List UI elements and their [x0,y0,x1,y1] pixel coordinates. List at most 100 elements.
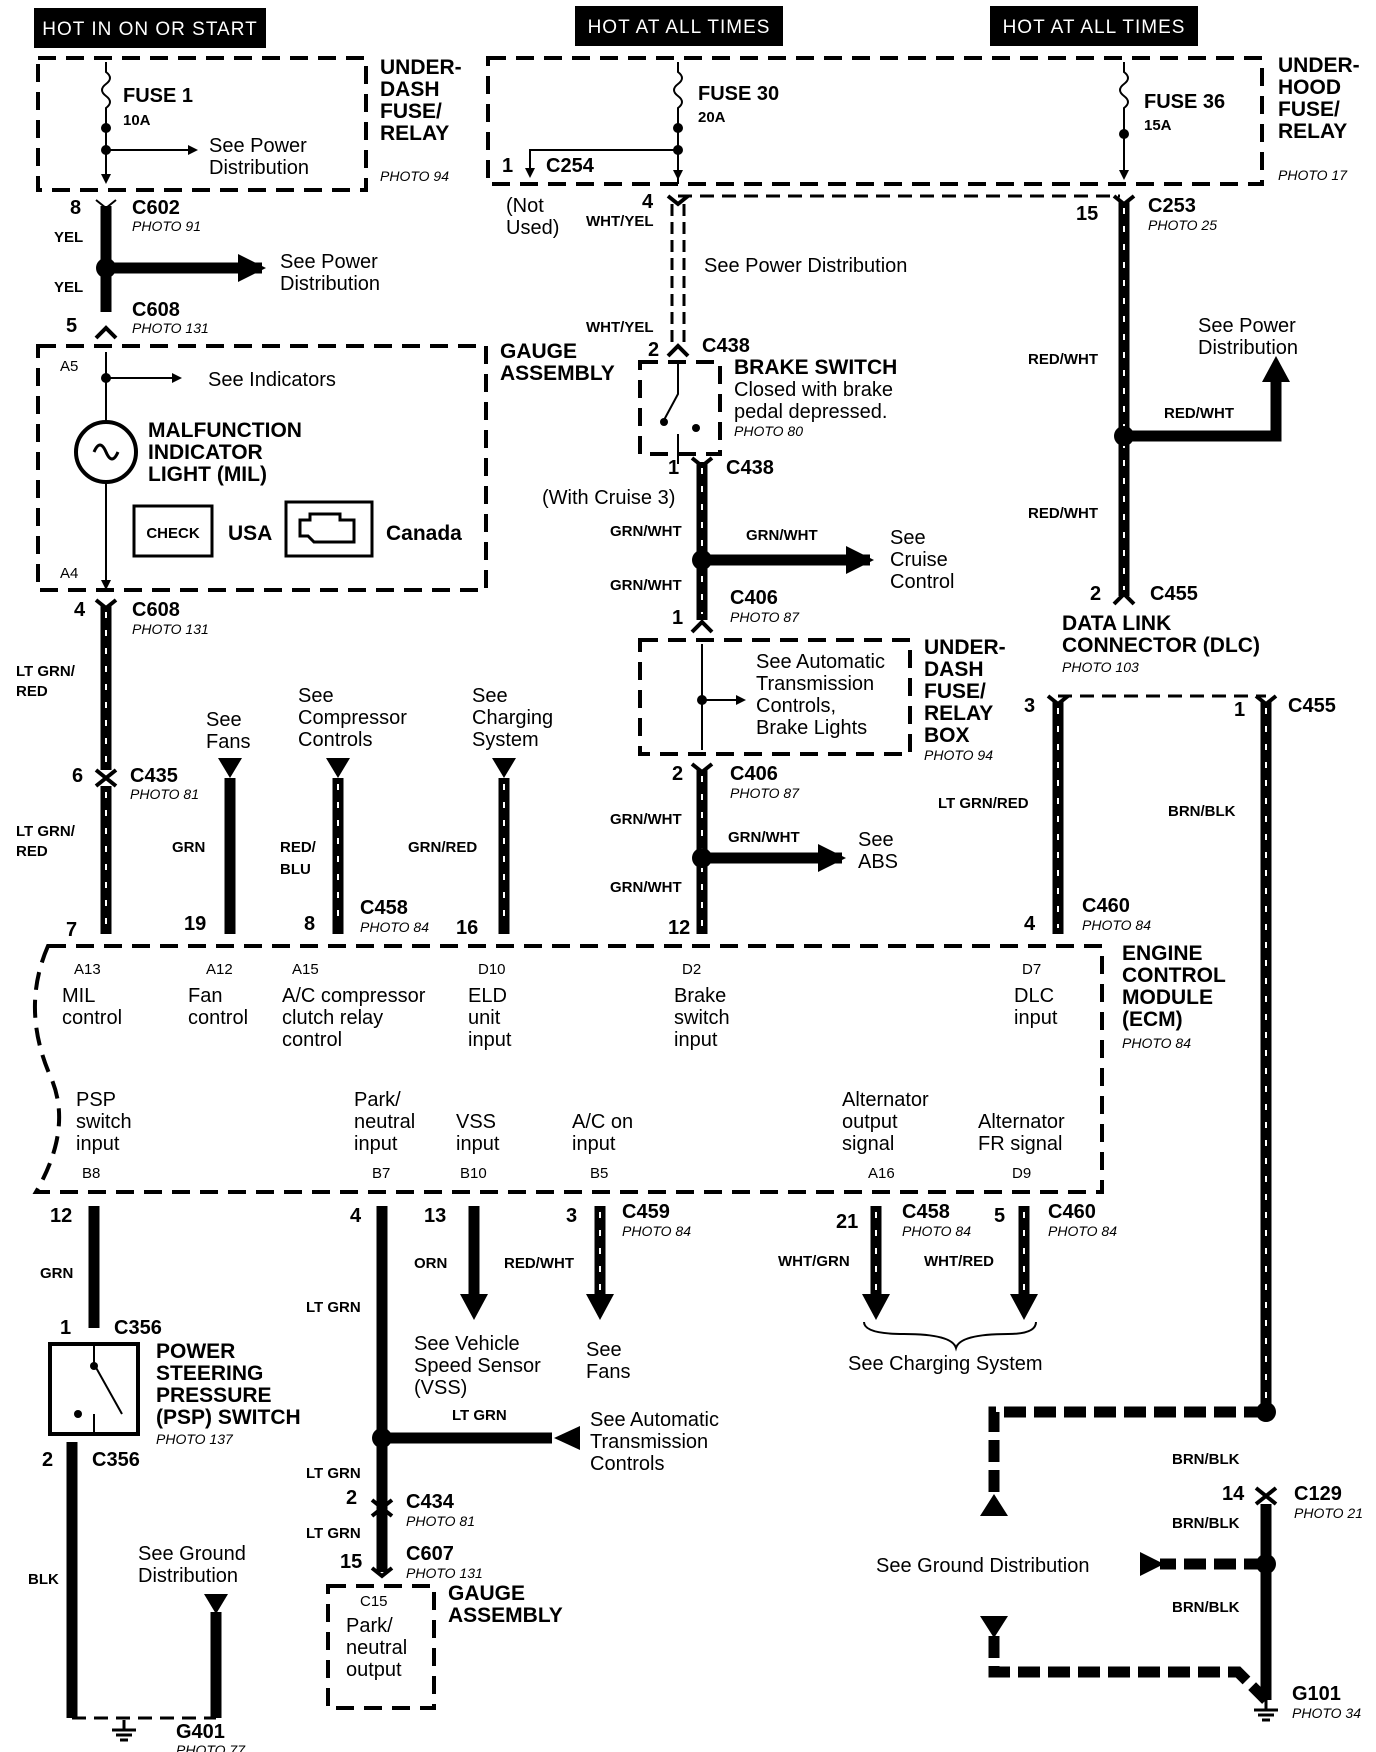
ground-arrow-up [980,1494,1008,1516]
grn-wht-label-3: GRN/WHT [610,811,682,828]
c406-top-symbol [690,619,714,634]
ecm-pin-b7: B7 [372,1165,390,1182]
fuse-30-label: FUSE 30 [698,83,779,105]
ecm-pin-a12: A12 [206,961,233,978]
c356-top-label: C356 [114,1317,162,1339]
red-wht-fans-label: RED/WHT [504,1255,574,1272]
pin-a4: A4 [60,565,78,582]
brn-blk-label-4: BRN/BLK [1172,1599,1240,1616]
c356-bottom-pin: 2 [42,1449,53,1471]
c608-top-photo: PHOTO 131 [132,320,209,336]
wht-red-label: WHT/RED [924,1253,994,1270]
brake-switch-contacts [663,364,679,464]
see-indicators: See Indicators [208,369,336,391]
blk-label: BLK [28,1571,59,1588]
grn-red-label: GRN/RED [408,839,477,856]
underhood-fuse-box [486,56,1264,186]
ecm-pin-d10: D10 [478,961,506,978]
underdash-fuse-box-2 [638,638,912,756]
c458-bottom-label: C458 [902,1201,950,1223]
ltgrn-label-3: LT GRN [306,1465,361,1482]
ground-arrow-right [1140,1552,1164,1576]
dlc-pin-3: 3 [1024,695,1035,717]
with-cruise: (With Cruise 3) [542,487,675,509]
fuse-30-rating: 20A [698,109,726,126]
c460-top-label: C460 [1082,895,1130,917]
c460-bottom-photo: PHOTO 84 [1048,1223,1117,1239]
ecm-pin-8: 8 [304,913,315,935]
c434-symbol [370,1498,394,1518]
at-controls-arrow [554,1426,580,1450]
c455-bottom-label: C455 [1288,695,1336,717]
grn-wht-label-2: GRN/WHT [610,577,682,594]
fuse-36-rating: 15A [1144,117,1172,134]
ecm-bottom-pin-5: 5 [994,1205,1005,1227]
c459-photo: PHOTO 84 [622,1223,691,1239]
underhood-photo: PHOTO 17 [1278,167,1348,183]
ecm-box [32,944,1104,1194]
c607-label: C607 [406,1543,454,1565]
ground-icon-g101 [1254,1700,1278,1722]
c435-photo: PHOTO 81 [130,786,199,802]
c455-top-symbol [1112,591,1136,606]
yel-label-1: YEL [54,229,83,246]
brn-blk-label-1: BRN/BLK [1168,803,1236,820]
c455-bottom-pin: 1 [1234,699,1245,721]
red-wht-label-2: RED/WHT [1028,505,1098,522]
c435-label: C435 [130,765,178,787]
c458-top-label: C458 [360,897,408,919]
c254-branch [525,149,678,178]
underdash-fuse-box-1 [36,56,368,192]
c129-pin: 14 [1222,1483,1245,1505]
red-wht-label-3: RED/WHT [1164,405,1234,422]
gauge-pin-c15: C15 [360,1593,388,1610]
charging-arrow-top [492,758,516,778]
c254-label: C254 [546,155,595,177]
c438-top-symbol [666,343,690,358]
c434-label: C434 [406,1491,455,1513]
c129-symbol [1254,1486,1278,1506]
engine-shape-icon [298,512,356,544]
c254-pin: 1 [502,155,513,177]
fans-arrow-bottom [586,1294,614,1320]
header-hot-at-all-times-1: HOT AT ALL TIMES [588,17,771,38]
c607-pin: 15 [340,1551,362,1573]
pin-a5: A5 [60,358,78,375]
psp-contact [74,1410,82,1418]
ecm-pin-a16: A16 [868,1165,895,1182]
fuse-36-junction [1119,129,1129,139]
header-tab-hot-at-all-times-1 [575,6,783,46]
dlc-photo: PHOTO 103 [1062,659,1139,675]
ecm-bottom-pin-4: 4 [350,1205,362,1227]
c356-bottom-label: C356 [92,1449,140,1471]
c608-bottom-label: C608 [132,599,180,621]
c434-photo: PHOTO 81 [406,1513,475,1529]
c129-label: C129 [1294,1483,1342,1505]
c254-4-pin: 4 [642,191,654,213]
fuse-30-junction-1 [673,123,683,133]
c438-bottom-label: C438 [726,457,774,479]
c460-top-photo: PHOTO 84 [1082,917,1151,933]
ltgrn-label-4: LT GRN [306,1525,361,1542]
c608-top-symbol [94,325,118,340]
ltgrn-red-label-1: LT GRN/RED [16,663,76,700]
psp-photo: PHOTO 137 [156,1431,234,1447]
c458-bottom-photo: PHOTO 84 [902,1223,971,1239]
c607-symbol [370,1566,394,1579]
